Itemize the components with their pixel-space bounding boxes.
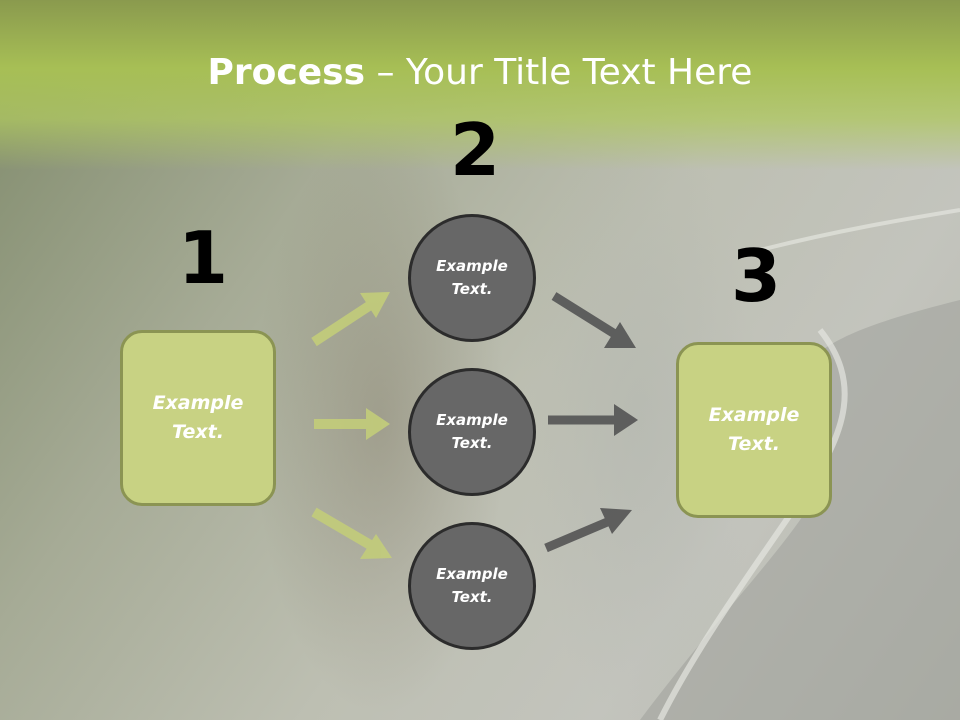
title-band (0, 0, 960, 170)
step-1-box: Example Text. (120, 330, 276, 506)
dark-arrow-right (548, 404, 638, 436)
green-arrow-up (311, 292, 390, 347)
title-rest: – Your Title Text Here (365, 52, 753, 93)
circle-bottom-label: Example Text. (436, 565, 508, 606)
step-number-2: 2 (450, 108, 501, 192)
step-number-3: 3 (731, 234, 782, 318)
page-title: Process – Your Title Text Here (0, 52, 960, 93)
step-1-label: Example Text. (152, 392, 244, 443)
dark-arrow-up (544, 508, 632, 553)
circle-middle: Example Text. (408, 368, 536, 496)
step-number-1: 1 (178, 216, 229, 300)
circle-top: Example Text. (408, 214, 536, 342)
circle-bottom: Example Text. (408, 522, 536, 650)
circle-top-label: Example Text. (436, 257, 508, 298)
circle-middle-label: Example Text. (436, 411, 508, 452)
green-arrow-down (311, 507, 392, 559)
title-bold: Process (207, 52, 366, 93)
green-arrow-right (314, 408, 390, 440)
step-3-label: Example Text. (708, 404, 800, 455)
dark-arrow-down (551, 292, 636, 348)
step-3-box: Example Text. (676, 342, 832, 518)
